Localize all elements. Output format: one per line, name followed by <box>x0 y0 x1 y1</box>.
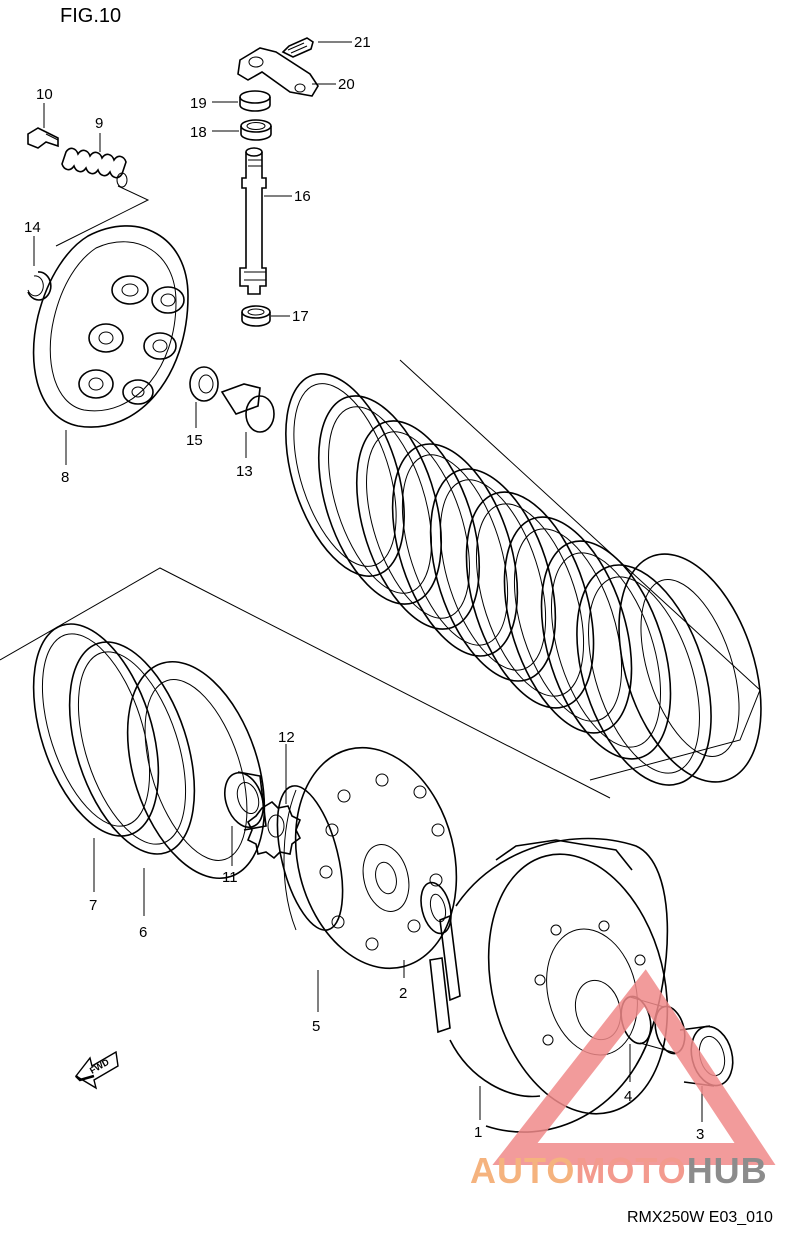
driven-plates-7 <box>32 623 196 855</box>
circlip-14 <box>27 271 52 301</box>
plate-stack-outline-upper <box>399 359 761 781</box>
watermark-part-hub: HUB <box>687 1150 768 1191</box>
clutch-sleeve-hub-5 <box>276 746 458 970</box>
pressure-plate-8 <box>32 225 189 428</box>
release-arm-20 <box>237 47 319 97</box>
clutch-housing-1 <box>429 837 669 1133</box>
callout-17: 17 <box>292 308 309 325</box>
watermark-part-auto: AUTO <box>470 1150 575 1191</box>
plate-stack-outline-lower <box>0 567 611 799</box>
callout-1: 1 <box>474 1124 482 1141</box>
fwd-arrow-icon: FWD <box>74 1050 119 1090</box>
clutch-spring-9 <box>61 147 128 188</box>
lock-washer-12 <box>246 800 302 860</box>
callout-3: 3 <box>696 1126 704 1143</box>
release-pin-13 <box>220 383 275 433</box>
callout-6: 6 <box>139 924 147 941</box>
callout-18: 18 <box>190 124 207 141</box>
callout-12: 12 <box>278 729 295 746</box>
upper-plate-stack <box>285 373 762 786</box>
callout-15: 15 <box>186 432 203 449</box>
model-code: RMX250W E03_010 <box>627 1209 773 1226</box>
callout-4: 4 <box>624 1088 632 1105</box>
callout-8: 8 <box>61 469 69 486</box>
needle-bearing-18 <box>240 119 272 141</box>
thrust-washer-2 <box>420 881 452 935</box>
callout-7: 7 <box>89 897 97 914</box>
bolt-10 <box>27 127 59 149</box>
callout-10: 10 <box>36 86 53 103</box>
callout-20: 20 <box>338 76 355 93</box>
callout-13: 13 <box>236 463 253 480</box>
callout-14: 14 <box>24 219 41 236</box>
callout-16: 16 <box>294 188 311 205</box>
callout-11: 11 <box>222 869 238 886</box>
callout-21: 21 <box>354 34 371 51</box>
bearing-15 <box>189 366 219 402</box>
callout-9: 9 <box>95 115 103 132</box>
oil-seal-19 <box>239 90 271 112</box>
callout-5: 5 <box>312 1018 320 1035</box>
watermark-part-moto: MOTO <box>575 1150 686 1191</box>
bolt-21 <box>281 37 314 58</box>
drive-plate-6 <box>126 660 266 880</box>
needle-bearing-17 <box>241 305 271 327</box>
release-shaft-16 <box>239 147 267 295</box>
watermark-brand: AUTOMOTOHUB <box>470 1150 768 1191</box>
figure-title: FIG.10 <box>60 5 121 27</box>
watermark-triangle-icon <box>492 969 776 1165</box>
callout-2: 2 <box>399 985 407 1002</box>
callout-19: 19 <box>190 95 207 112</box>
spacer-11 <box>224 771 267 831</box>
